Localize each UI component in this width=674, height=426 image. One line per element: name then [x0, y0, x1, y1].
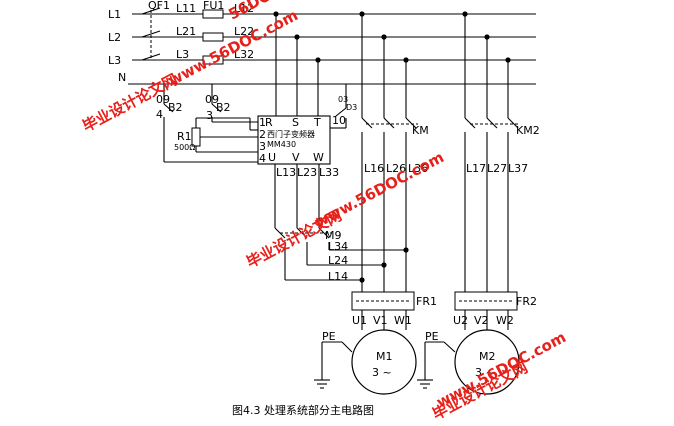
motor-m1 [314, 329, 417, 395]
label-l31: L3 [176, 48, 189, 61]
inv-w: W [313, 151, 324, 164]
label-l13: L13 [276, 166, 296, 179]
m2-pe: PE [425, 330, 439, 343]
label-l12: L12 [234, 2, 254, 15]
label-l22: L22 [234, 25, 254, 38]
control-switches [163, 84, 258, 163]
label-l11: L11 [176, 2, 196, 15]
label-l23: L23 [297, 166, 317, 179]
thermal-relay-fr1 [351, 291, 415, 330]
label-l32: L32 [234, 48, 254, 61]
inv-t: T [313, 116, 321, 129]
km2-branch [464, 14, 520, 296]
r1-value: 500Ω [174, 143, 195, 152]
m1-phase: 3 ~ [372, 366, 392, 379]
label-l34: L34 [328, 240, 348, 253]
thermal-relay-fr2 [454, 291, 518, 330]
label-l26: L26 [386, 162, 406, 175]
label-qf1: QF1 [148, 0, 170, 12]
inv-name: 西门子变频器 [267, 129, 315, 139]
label-l16: L16 [364, 162, 384, 175]
m2-label: M2 [479, 350, 496, 363]
d3-num: 03 [338, 95, 348, 104]
inv-p3: 3 [259, 140, 266, 153]
fr1-label: FR1 [416, 295, 437, 308]
resistor-r1 [191, 117, 258, 153]
label-l14: L14 [328, 270, 348, 283]
d3-switch [330, 84, 347, 129]
label-l3: L3 [108, 54, 121, 67]
b2b-num: 09 [205, 93, 219, 106]
label-l24: L24 [328, 254, 348, 267]
d3-label: D3 [346, 103, 357, 112]
inv-p4: 4 [259, 152, 266, 165]
label-l2: L2 [108, 31, 121, 44]
km2-label: KM2 [516, 124, 540, 137]
watermark-url-2: www.56DOC.com [311, 148, 447, 231]
label-l37: L37 [508, 162, 528, 175]
term-w2: W2 [496, 314, 514, 327]
d3-ten: 10 [332, 114, 346, 127]
label-l33: L33 [319, 166, 339, 179]
b2b-label: B2 [216, 101, 231, 114]
motor-m2 [417, 329, 520, 395]
term-v2: V2 [474, 314, 489, 327]
m1-label: M1 [376, 350, 393, 363]
label-l1: L1 [108, 8, 121, 21]
term-v1: V1 [373, 314, 388, 327]
term-u1: U1 [352, 314, 367, 327]
b2b-n: 3 [206, 109, 213, 122]
label-l21: L21 [176, 25, 196, 38]
label-l27: L27 [487, 162, 507, 175]
inv-v: V [292, 151, 300, 164]
inv-u: U [268, 151, 276, 164]
m1-pe: PE [322, 330, 336, 343]
fr2-label: FR2 [516, 295, 537, 308]
figure-caption: 图4.3 处理系统部分主电路图 [232, 403, 374, 417]
b2a-num: 09 [156, 93, 170, 106]
km1-branch [361, 14, 418, 296]
label-l17: L17 [466, 162, 486, 175]
label-n: N [118, 71, 126, 84]
inv-p1: 1 [259, 116, 266, 129]
label-fu1: FU1 [203, 0, 224, 12]
inv-s: S [292, 116, 299, 129]
phase-busbars [128, 7, 536, 85]
inv-p2: 2 [259, 128, 266, 141]
km1-label: KM [412, 124, 429, 137]
b2a-label: B2 [168, 101, 183, 114]
inverter-box [257, 115, 331, 165]
m2-phase: 3 ~ [475, 366, 495, 379]
term-u2: U2 [453, 314, 468, 327]
r1-name: R1 [177, 130, 192, 143]
term-w1: W1 [394, 314, 412, 327]
label-l36: L36 [408, 162, 428, 175]
inv-model: MM430 [267, 140, 296, 149]
inverter-supply-wires [275, 14, 319, 116]
label-m9: M9 [325, 229, 342, 242]
b2a-n: 4 [156, 108, 163, 121]
inv-r: R [265, 116, 273, 129]
